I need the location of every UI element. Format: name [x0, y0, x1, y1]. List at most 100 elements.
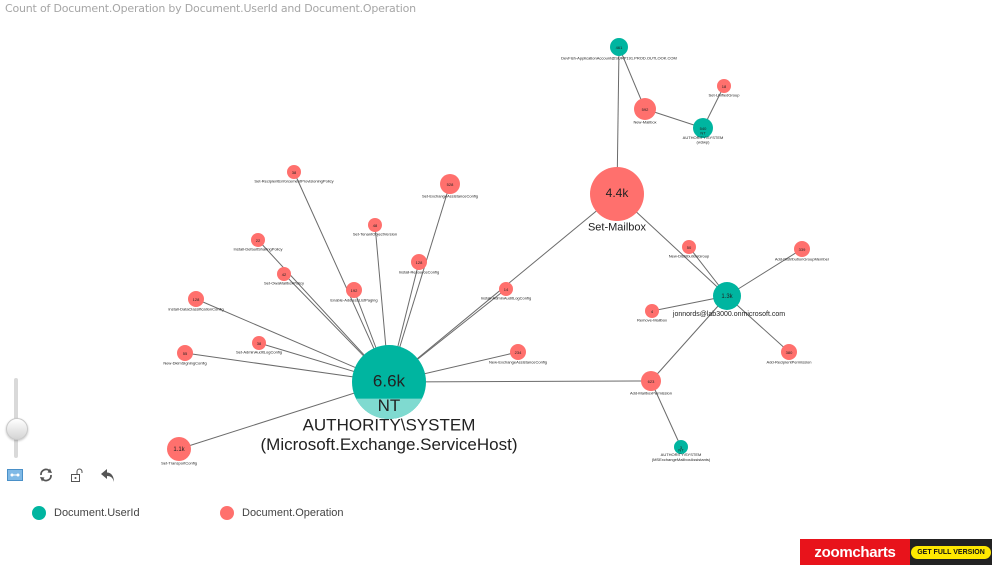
- node-label: Set-TenantObjectVersion: [353, 231, 397, 236]
- node-circle[interactable]: [440, 174, 460, 194]
- node-circle[interactable]: [682, 240, 696, 254]
- label-band: [355, 398, 423, 419]
- node-circle[interactable]: [346, 282, 362, 298]
- node-value: 55: [183, 351, 188, 356]
- node-label: NT: [700, 131, 706, 136]
- node-label: New-DkimSigningConfig: [163, 360, 206, 365]
- node-circle[interactable]: [167, 437, 191, 461]
- node-value: 48: [373, 223, 378, 228]
- edge: [726, 248, 803, 297]
- zoomcharts-banner[interactable]: zoomcharts GET FULL VERSION: [800, 539, 992, 565]
- node-value: 461: [616, 45, 623, 50]
- node-value: 3: [680, 445, 683, 450]
- node-circle[interactable]: [510, 344, 526, 360]
- rearrange-button[interactable]: [37, 466, 55, 484]
- node-label: Add-MailboxPermission: [630, 390, 672, 395]
- user-node[interactable]: 461DevFish-ApplicationAccount@SURP191.PR…: [561, 38, 677, 60]
- edge: [650, 380, 682, 448]
- node-label: DevFish-ApplicationAccount@SURP191.PROD.…: [561, 55, 677, 60]
- back-icon: [101, 469, 114, 482]
- edge: [388, 380, 652, 383]
- node-label: (MSExchangeMailboxAssistants): [652, 457, 711, 462]
- node-label: jonnords@lab3000.onmicrosoft.com: [672, 311, 785, 318]
- back-button[interactable]: [99, 466, 117, 484]
- node-label: New-ExchangeAssistanceConfig: [489, 359, 547, 364]
- node-value: 528: [447, 182, 454, 187]
- zoom-slider-thumb[interactable]: [6, 418, 28, 440]
- node-circle[interactable]: [641, 371, 661, 391]
- node-label: NT: [378, 396, 401, 415]
- node-label: Remove-Mailbox: [637, 317, 667, 322]
- unlock-button[interactable]: [68, 466, 86, 484]
- node-label: Set-ExchangeAssistanceConfig: [422, 193, 478, 198]
- node-value: 592: [642, 107, 649, 112]
- operation-node[interactable]: 38Set-RecipientEnforcementProvisioningPo…: [254, 165, 334, 183]
- node-label: Install-DataClassificationConfig: [168, 306, 223, 311]
- node-label: New-Mailbox: [633, 119, 656, 124]
- node-circle[interactable]: [781, 344, 797, 360]
- get-full-version-button[interactable]: GET FULL VERSION: [911, 545, 991, 559]
- legend-item-userid[interactable]: Document.UserId: [32, 503, 140, 523]
- node-circle[interactable]: [177, 345, 193, 361]
- node-circle[interactable]: [693, 118, 713, 138]
- node-value: 18: [722, 84, 727, 89]
- node-value: 42: [282, 272, 287, 277]
- node-circle[interactable]: [499, 282, 513, 296]
- node-circle[interactable]: [645, 304, 659, 318]
- node-circle[interactable]: [188, 291, 204, 307]
- user-node[interactable]: 3NTAUTHORITY\SYSTEM(MSExchangeMailboxAss…: [652, 440, 711, 462]
- node-circle[interactable]: [252, 336, 266, 350]
- user-node[interactable]: 6.6kNTAUTHORITY\SYSTEM(Microsoft.Exchang…: [261, 345, 518, 454]
- node-circle[interactable]: [411, 254, 427, 270]
- node-label: Set-AdminAuditLogConfig: [236, 349, 282, 354]
- node-value: 128: [193, 297, 200, 302]
- node-circle[interactable]: [674, 440, 688, 454]
- node-label: (Microsoft.Exchange.ServiceHost): [261, 435, 518, 454]
- legend-item-operation[interactable]: Document.Operation: [220, 503, 344, 523]
- node-value: 128: [416, 260, 423, 265]
- node-circle[interactable]: [590, 167, 644, 221]
- edge: [293, 171, 390, 383]
- display-mode-button[interactable]: [6, 466, 24, 484]
- chart-title: Count of Document.Operation by Document.…: [5, 2, 416, 15]
- node-circle[interactable]: [794, 241, 810, 257]
- node-circle[interactable]: [717, 79, 731, 93]
- node-label: New-DistributionGroup: [669, 253, 710, 258]
- node-circle[interactable]: [713, 282, 741, 310]
- node-circle[interactable]: [251, 233, 265, 247]
- node-circle[interactable]: [610, 38, 628, 56]
- edge: [618, 46, 646, 110]
- node-circle[interactable]: [277, 267, 291, 281]
- node-circle[interactable]: [634, 98, 656, 120]
- node-circle[interactable]: [287, 165, 301, 179]
- node-label: Install-AdminAuditLogConfig: [481, 295, 531, 300]
- node-circle[interactable]: [368, 218, 382, 232]
- nodes-layer: 6.6kNTAUTHORITY\SYSTEM(Microsoft.Exchang…: [161, 38, 830, 465]
- node-label: Set-UnifiedGroup: [709, 92, 741, 97]
- node-value: 540: [700, 126, 707, 131]
- operation-legend-dot: [220, 506, 234, 520]
